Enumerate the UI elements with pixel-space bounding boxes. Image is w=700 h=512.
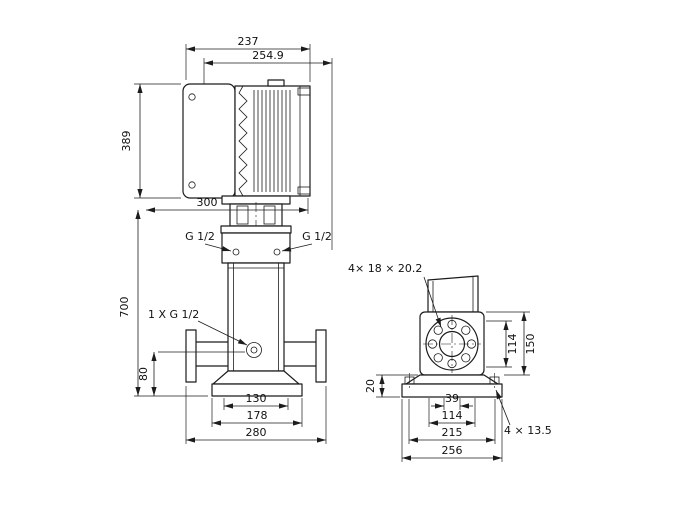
motor-casing	[234, 85, 311, 197]
dim-bolt-span: 130	[223, 392, 289, 410]
flange-bore	[438, 330, 466, 358]
side-dimensions: 4× 18 × 20.2 114 150 20	[348, 262, 552, 462]
dim-total-height: 700	[118, 210, 208, 397]
vent-port-right	[273, 248, 281, 256]
dim-port-height-label: 80	[137, 367, 150, 381]
dim-depth-label: 300	[197, 196, 218, 209]
label-drain-port: 1 X G 1/2	[148, 308, 248, 346]
dim-depth: 300	[146, 196, 309, 214]
side-base-pedestal	[405, 374, 499, 385]
dim-anchor-spacing-label: 215	[442, 426, 463, 439]
dim-plate-width-label: 178	[247, 409, 268, 422]
casing-rib-bottom	[297, 186, 311, 195]
dim-motor-width: 237	[185, 35, 311, 82]
dim-flange-span-label: 280	[246, 426, 267, 439]
dim-bolt-circle-h-label: 114	[442, 409, 463, 422]
fan-cover-seam	[238, 85, 248, 197]
motor	[182, 79, 311, 199]
dim-flange-span: 280	[185, 386, 327, 444]
base-plate	[211, 383, 303, 397]
front-dimensions: 237 254.9 389 300	[118, 35, 333, 444]
terminal-box-screw-top	[188, 93, 196, 101]
dim-bolt-circle-v-label: 114	[506, 334, 519, 355]
note-flange-holes: 4× 18 × 20.2	[348, 262, 442, 328]
dim-anchor-spacing: 215	[408, 399, 496, 444]
dim-flange-height-label: 150	[524, 334, 537, 355]
dim-motor-depth-label: 254.9	[252, 49, 284, 62]
label-port-right: G 1/2	[281, 230, 332, 252]
lifting-eye	[267, 79, 285, 87]
base-pedestal	[212, 370, 300, 385]
motor-fins	[253, 90, 291, 192]
port-left-label: G 1/2	[185, 230, 215, 243]
coupling-window-right	[263, 205, 276, 225]
note-anchor-holes: 4 × 13.5	[495, 389, 552, 437]
discharge-flange	[315, 329, 327, 383]
dim-bolt-inner-label: 39	[445, 392, 459, 405]
dim-motor-height-label: 389	[120, 131, 133, 152]
front-view: 237 254.9 389 300	[118, 35, 333, 444]
anchor-hole-note-label: 4 × 13.5	[504, 424, 552, 437]
port-right-label: G 1/2	[302, 230, 332, 243]
dim-bolt-circle-vertical: 114	[486, 320, 519, 368]
dim-bolt-inner: 39	[431, 392, 473, 410]
dim-base-width-label: 256	[442, 444, 463, 457]
dim-bolt-span-label: 130	[246, 392, 267, 405]
dim-motor-width-label: 237	[238, 35, 259, 48]
drain-port-outer	[246, 342, 262, 358]
vent-port-left	[232, 248, 240, 256]
drain-port-inner	[250, 346, 258, 354]
coupling-window-left	[236, 205, 249, 225]
dim-motor-height: 389	[120, 83, 181, 199]
side-base-plate	[401, 383, 503, 398]
pump-head	[221, 232, 291, 264]
dim-base-height: 20	[364, 374, 418, 398]
chamber-stack	[227, 262, 285, 372]
terminal-box	[182, 83, 236, 199]
casing-rib-top	[297, 87, 311, 96]
dim-base-width: 256	[401, 399, 503, 462]
drain-port-label: 1 X G 1/2	[148, 308, 199, 321]
dim-port-height: 80	[137, 351, 245, 396]
dim-plate-width: 178	[211, 398, 303, 427]
dim-flange-height: 150	[486, 311, 537, 376]
flange-bolt-holes	[427, 319, 477, 369]
side-geometry	[401, 275, 503, 398]
terminal-box-screw-bottom	[188, 181, 196, 189]
flange-hole-note-label: 4× 18 × 20.2	[348, 262, 422, 275]
dim-base-height-label: 20	[364, 379, 377, 393]
head-flange	[220, 225, 292, 234]
column-stub	[427, 275, 479, 313]
pump-head-assembly	[220, 195, 292, 264]
suction-flange	[185, 329, 197, 383]
pump-column	[185, 262, 327, 397]
side-view: 4× 18 × 20.2 114 150 20	[348, 262, 552, 462]
dim-motor-depth: 254.9	[203, 49, 333, 250]
label-port-left: G 1/2	[185, 230, 232, 252]
flange-bolt-circle	[425, 317, 479, 371]
dim-total-height-label: 700	[118, 297, 131, 318]
dim-bolt-circle-horizontal: 114	[428, 398, 476, 427]
